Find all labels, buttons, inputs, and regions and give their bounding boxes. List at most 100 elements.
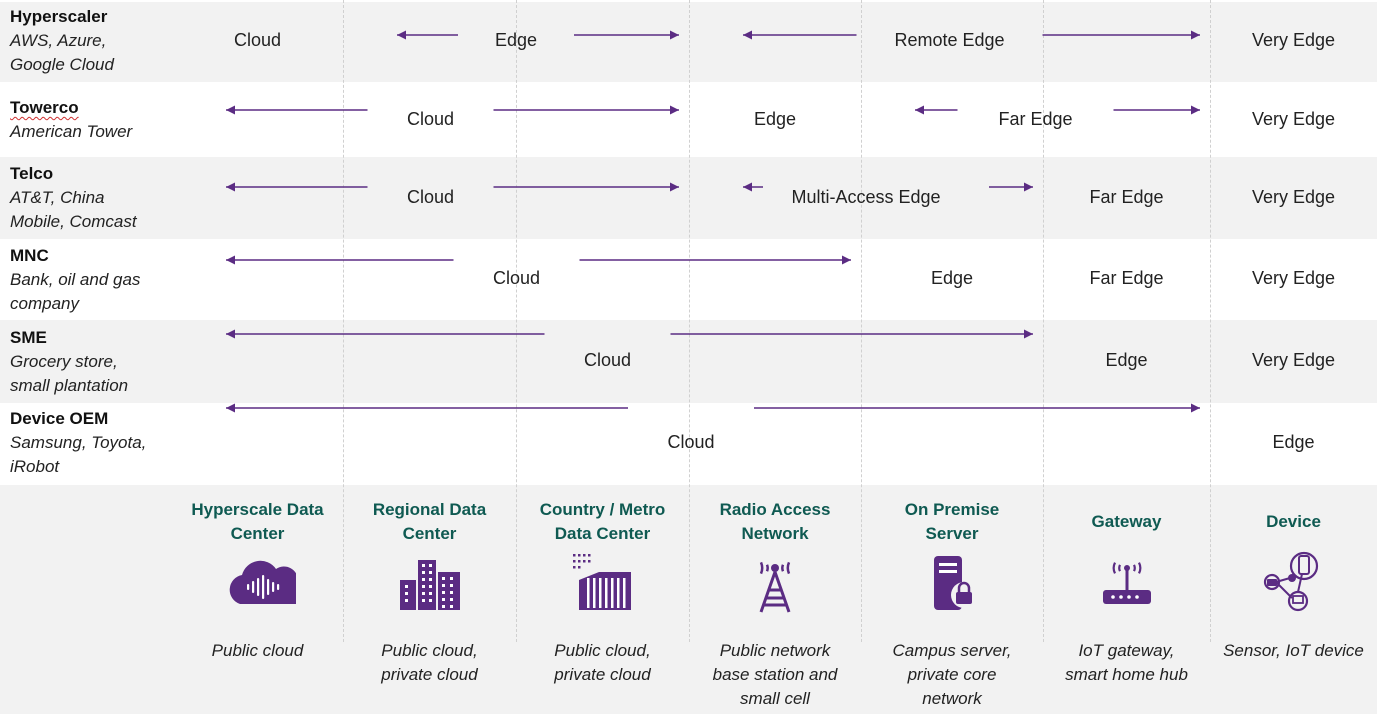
column-description-line: Sensor, IoT device: [1223, 641, 1364, 660]
column-title-line: On Premise: [904, 500, 1000, 519]
column-divider: [861, 0, 862, 642]
data-building-icon: [572, 554, 631, 610]
segment-label: Edge: [494, 30, 538, 50]
column-description: Public cloud,private cloud: [518, 639, 688, 687]
column-divider: [1210, 0, 1211, 642]
row-label: MNC Bank, oil and gas company: [10, 244, 140, 316]
row-example: Bank, oil and gas: [10, 270, 141, 289]
arrow-head-right: [670, 182, 679, 192]
column-title-line: Hyperscale Data: [191, 500, 324, 519]
arrow-head-right: [842, 255, 851, 265]
row-example: company: [10, 294, 79, 313]
column-title-line: Network: [741, 524, 809, 543]
arrow-head-right: [670, 30, 679, 40]
segment-label: Very Edge: [1251, 268, 1336, 288]
column-description: Public cloud, private cloud: [345, 639, 515, 687]
row-example: AT&T, China: [10, 188, 105, 207]
segment-label: Edge: [930, 268, 974, 288]
column-description-line: Campus server,: [892, 641, 1012, 660]
row-band: [0, 2, 1377, 82]
segment-label: Far Edge: [1089, 187, 1164, 207]
column-description-line: network: [922, 689, 982, 708]
column-title-line: Country / Metro: [539, 500, 666, 519]
row-name: Hyperscaler: [10, 7, 108, 26]
segment-label: Edge: [1272, 432, 1315, 452]
column-title: Gateway: [1042, 510, 1212, 534]
arrow-head-left: [226, 403, 235, 413]
arrow-head-right: [1191, 403, 1200, 413]
column-description-line: private cloud: [381, 665, 478, 684]
column-description-line: private core: [907, 665, 997, 684]
column-title-line: Radio Access: [719, 500, 831, 519]
city-buildings-icon: [399, 560, 460, 610]
arrow-head-left: [915, 105, 924, 115]
row-band: [0, 157, 1377, 239]
segment-label: Cloud: [667, 432, 715, 452]
arrow-head-left: [743, 30, 752, 40]
column-description-line: small cell: [740, 689, 810, 708]
row-example: Google Cloud: [10, 55, 114, 74]
arrow-head-left: [743, 182, 752, 192]
row-label: Device OEM Samsung, Toyota, iRobot: [10, 407, 146, 479]
cloud-soundwave-icon: [229, 560, 296, 604]
router-icon: [1102, 562, 1151, 604]
column-description-line: Public cloud,: [381, 641, 478, 660]
segment-label: Cloud: [233, 30, 282, 50]
segment-label: Remote Edge: [894, 30, 1005, 50]
column-title: Device: [1209, 510, 1377, 534]
radio-tower-icon: [759, 561, 791, 613]
column-divider: [516, 0, 517, 642]
row-example: iRobot: [10, 457, 60, 476]
arrow-head-left: [226, 329, 235, 339]
column-description-line: Public network: [719, 641, 831, 660]
segment-label: Edge: [753, 109, 797, 129]
secure-server-icon: [934, 556, 977, 610]
segment-label: Far Edge: [1089, 268, 1164, 288]
row-example: small plantation: [10, 376, 129, 395]
segment-label: Very Edge: [1251, 350, 1336, 370]
arrow-head-right: [1024, 182, 1033, 192]
column-divider: [343, 0, 344, 642]
row-name: MNC: [10, 246, 49, 265]
row-example: Samsung, Toyota,: [10, 433, 147, 452]
arrow-head-left: [226, 105, 235, 115]
column-description-line: IoT gateway,: [1078, 641, 1175, 660]
arrow-head-left: [397, 30, 406, 40]
segment-label: Cloud: [406, 187, 455, 207]
row-name: Telco: [10, 164, 54, 183]
arrow-head-right: [670, 105, 679, 115]
segment-label: Cloud: [406, 109, 455, 129]
column-description-line: Public cloud: [211, 641, 304, 660]
column-title-line: Gateway: [1091, 512, 1162, 531]
column-description: Public cloud: [173, 639, 343, 663]
column-divider: [689, 0, 690, 642]
row-example: Grocery store,: [10, 352, 118, 371]
segment-label: Cloud: [583, 350, 632, 370]
segment-label: Edge: [1105, 350, 1148, 370]
row-name: Device OEM: [10, 409, 109, 428]
column-description: IoT gateway,smart home hub: [1042, 639, 1212, 687]
segment-label: Cloud: [492, 268, 541, 288]
arrow-head-left: [226, 182, 235, 192]
segment-label: Very Edge: [1251, 30, 1336, 50]
column-description-line: Public cloud,: [554, 641, 651, 660]
segment-label: Multi-Access Edge: [791, 187, 941, 207]
column-title-line: Data Center: [554, 524, 651, 543]
